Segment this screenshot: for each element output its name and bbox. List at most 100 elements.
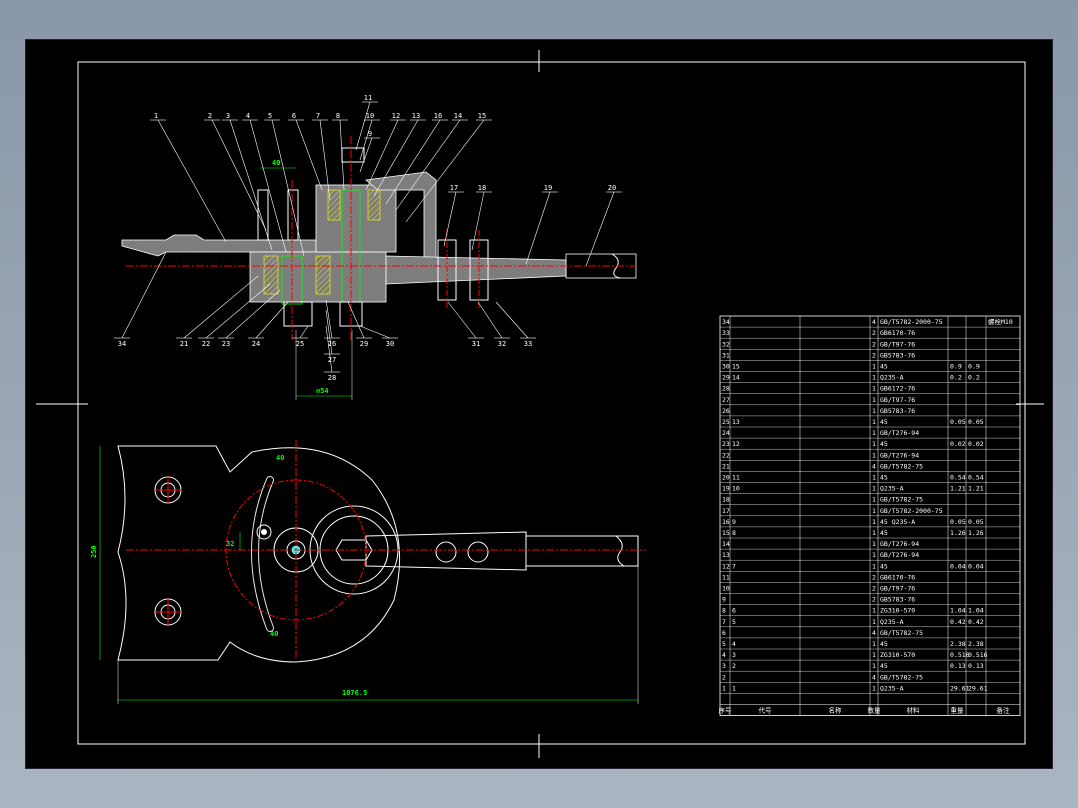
bom-cell: 1 [872,618,876,626]
plan-dim-angle-bottom: 40 [270,630,278,638]
bom-cell: 9 [732,518,736,526]
leader-label: 32 [498,340,506,348]
bom-cell: 1 [872,485,876,493]
leader-line [365,119,399,191]
leader-label: 7 [316,112,320,120]
bom-cell: 19 [722,485,730,493]
bom-cell: 10 [732,485,740,493]
plan-pitch-arc-left [225,479,297,621]
bom-cell: 1 [872,607,876,615]
leader-line [495,301,529,339]
bearing-mid [315,255,331,295]
bom-cell: 1 [872,396,876,404]
bom-cell: 4 [872,629,876,637]
bom-cell: 30 [722,363,730,371]
bom-cell: 16 [722,518,730,526]
leader-line [395,119,461,211]
section-view: 40 ∅54 [121,136,637,400]
bom-cell: 15 [732,363,740,371]
bom-cell: 8 [732,529,736,537]
bom-cell: 1 [872,518,876,526]
bom-cell: 0.13 [968,662,984,670]
bom-cell: 25 [722,418,730,426]
bom-cell: 29.61 [950,684,970,692]
bom-cell: 1 [872,363,876,371]
leader-label: 17 [450,184,458,192]
bom-cell: GB/T97-76 [880,585,915,593]
bom-cell: 12 [722,562,730,570]
bom-cell: ZG310-570 [880,607,915,615]
bom-cell: 3 [732,651,736,659]
bom-cell: GB5783-76 [880,596,915,604]
bom-cell: Q235-A [880,374,904,382]
leader-label: 34 [118,340,126,348]
leader-label: 27 [328,356,336,364]
leader-label: 15 [478,112,486,120]
bom-cell: GB6172-76 [880,385,915,393]
bolt-top [341,147,365,163]
bom-cell: 0.54 [950,474,966,482]
bom-cell: 28 [722,385,730,393]
plan-dim-total: 1076.5 [342,689,367,697]
bom-cell: 1.21 [968,485,984,493]
bom-cell: 0.2 [950,374,962,382]
bom-cell: 0.9 [950,363,962,371]
leader-label: 4 [246,112,250,120]
bom-cell: 1 [732,684,736,692]
leader-label: 31 [472,340,480,348]
bom-cell: 31 [722,351,730,359]
bom-cell: 1 [722,684,726,692]
bom-cell: 1 [872,418,876,426]
bom-cell: GB/T276-94 [880,540,919,548]
bom-cell: 0.02 [968,440,984,448]
bom-cell: 1 [872,374,876,382]
bom-cell: GB6170-76 [880,329,915,337]
leader-label: 2 [208,112,212,120]
leader-line [229,119,273,251]
bom-cell: Q235-A [880,485,904,493]
leader-label: 12 [392,112,400,120]
leader-label: 24 [252,340,260,348]
leader-label: 30 [386,340,394,348]
leader-label: 5 [268,112,272,120]
leader-line [477,301,503,339]
bom-cell: 0.54 [968,474,984,482]
bom-cell: GB/T5782-75 [880,673,923,681]
bom-cell: 45 [880,363,888,371]
bom-cell: 2 [872,340,876,348]
plan-pin [256,524,272,540]
bom-cell: Q235-A [880,618,904,626]
plan-dim-small: 32 [226,540,234,548]
bom-cell: GB/T5782-75 [880,462,923,470]
bom-cell: GB/T276-94 [880,451,919,459]
leader-label: 29 [360,340,368,348]
bom-cell: 1 [872,496,876,504]
pin-left-b [287,189,299,241]
leader-line [249,119,287,253]
leader-label: 13 [412,112,420,120]
bom-cell: 0.05 [950,418,966,426]
leader-line [121,251,167,339]
bom-cell: 45 [880,440,888,448]
bom-cell: 29 [722,374,730,382]
leader-line [255,301,289,339]
bom-cell: 23 [722,440,730,448]
bom-footer-cell: 材料 [907,706,921,715]
bom-cell: 15 [722,529,730,537]
bom-cell: 螺栓M10 [988,317,1013,326]
bom-footer-cell: 名称 [829,706,843,715]
bom-cell: 1.04 [968,607,984,615]
bom-cell: 7 [732,562,736,570]
leader-label: 18 [478,184,486,192]
leader-line [271,119,305,257]
leader-label: 16 [434,112,442,120]
bom-cell: 1.26 [968,529,984,537]
leader-line [325,309,333,355]
bom-cell: 4 [732,640,736,648]
leader-line [225,289,281,339]
bom-cell: 0.42 [968,618,984,626]
bom-cell: 1 [872,429,876,437]
bom-cell: GB/T276-94 [880,429,919,437]
